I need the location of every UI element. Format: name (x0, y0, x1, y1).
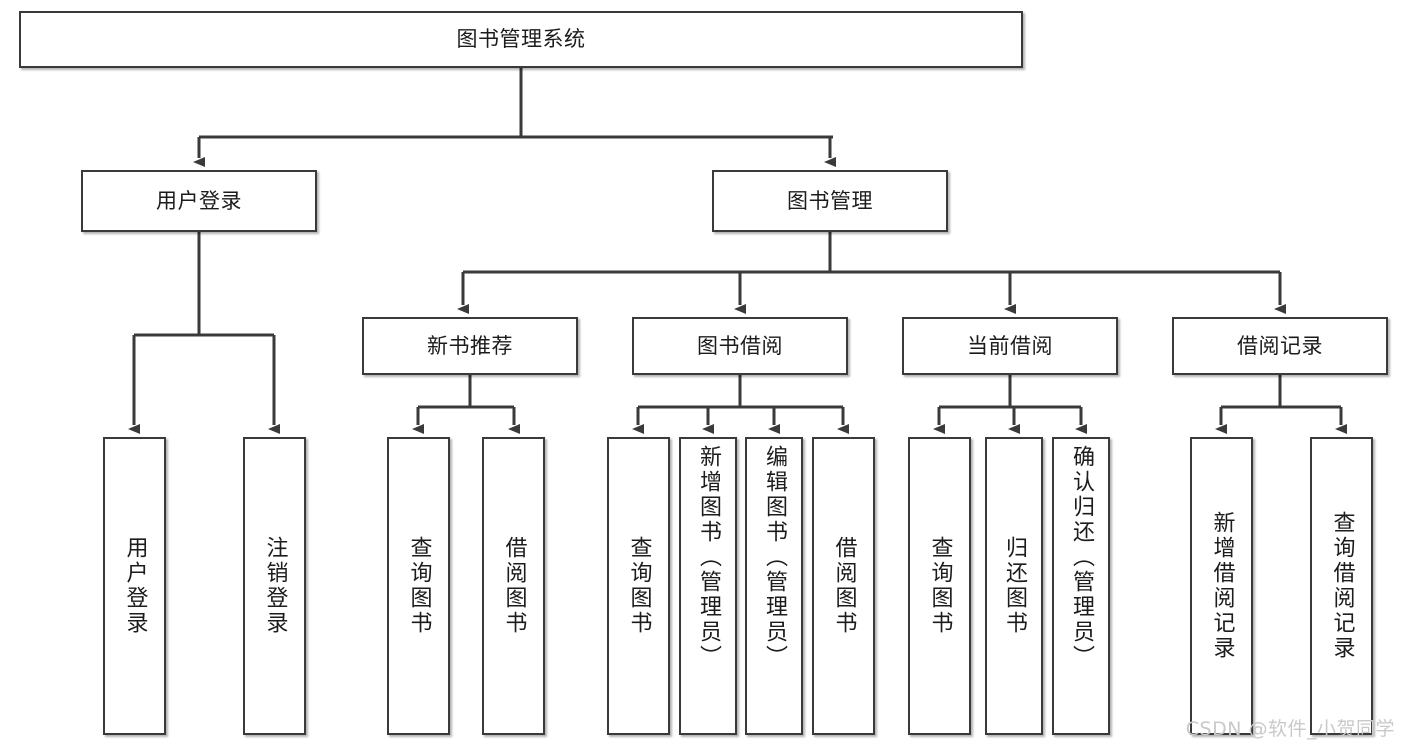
node-leaf-return-book-label: 归还图书 (1002, 536, 1027, 636)
node-leaf-query-book-3[interactable]: 查询图书 (908, 437, 971, 735)
node-book-manage[interactable]: 图书管理 (712, 170, 948, 232)
node-new-book-rec[interactable]: 新书推荐 (362, 317, 578, 375)
node-leaf-logout-label: 注销登录 (262, 536, 288, 636)
node-current-borrow-label: 当前借阅 (967, 333, 1053, 358)
node-leaf-query-book-1[interactable]: 查询图书 (387, 437, 450, 735)
node-leaf-borrow-book-1[interactable]: 借阅图书 (482, 437, 545, 735)
node-leaf-borrow-book-2[interactable]: 借阅图书 (812, 437, 875, 735)
node-leaf-add-book-label: 新增图书（管理员） (696, 445, 721, 670)
node-book-manage-label: 图书管理 (787, 188, 873, 213)
node-borrow-record[interactable]: 借阅记录 (1172, 317, 1388, 375)
node-leaf-return-book[interactable]: 归还图书 (985, 437, 1043, 735)
node-user-login[interactable]: 用户登录 (81, 170, 317, 232)
node-leaf-query-book-2-label: 查询图书 (626, 536, 652, 636)
node-leaf-edit-book-label: 编辑图书（管理员） (762, 445, 787, 670)
watermark: CSDN @软件_小贺同学 (1185, 718, 1395, 740)
node-leaf-query-record[interactable]: 查询借阅记录 (1310, 437, 1373, 735)
node-leaf-edit-book[interactable]: 编辑图书（管理员） (745, 437, 803, 735)
node-borrow-record-label: 借阅记录 (1237, 333, 1323, 358)
node-leaf-borrow-book-2-label: 借阅图书 (831, 536, 857, 636)
node-leaf-query-book-3-label: 查询图书 (927, 536, 953, 636)
node-leaf-confirm-return[interactable]: 确认归还（管理员） (1052, 437, 1110, 735)
node-root-label: 图书管理系统 (456, 27, 586, 52)
node-leaf-query-book-1-label: 查询图书 (406, 536, 432, 636)
node-leaf-add-book[interactable]: 新增图书（管理员） (679, 437, 737, 735)
node-leaf-user-login[interactable]: 用户登录 (103, 437, 166, 735)
node-leaf-logout[interactable]: 注销登录 (243, 437, 306, 735)
node-new-book-rec-label: 新书推荐 (427, 333, 513, 358)
node-current-borrow[interactable]: 当前借阅 (902, 317, 1118, 375)
node-user-login-label: 用户登录 (156, 188, 242, 213)
node-leaf-confirm-return-label: 确认归还（管理员） (1069, 445, 1094, 670)
node-leaf-add-record-label: 新增借阅记录 (1209, 511, 1235, 661)
node-leaf-add-record[interactable]: 新增借阅记录 (1190, 437, 1253, 735)
node-book-borrow[interactable]: 图书借阅 (632, 317, 848, 375)
node-book-borrow-label: 图书借阅 (697, 333, 783, 358)
node-leaf-borrow-book-1-label: 借阅图书 (501, 536, 527, 636)
node-leaf-user-login-label: 用户登录 (122, 536, 148, 636)
node-leaf-query-book-2[interactable]: 查询图书 (607, 437, 670, 735)
node-leaf-query-record-label: 查询借阅记录 (1329, 511, 1355, 661)
node-root[interactable]: 图书管理系统 (19, 11, 1023, 68)
